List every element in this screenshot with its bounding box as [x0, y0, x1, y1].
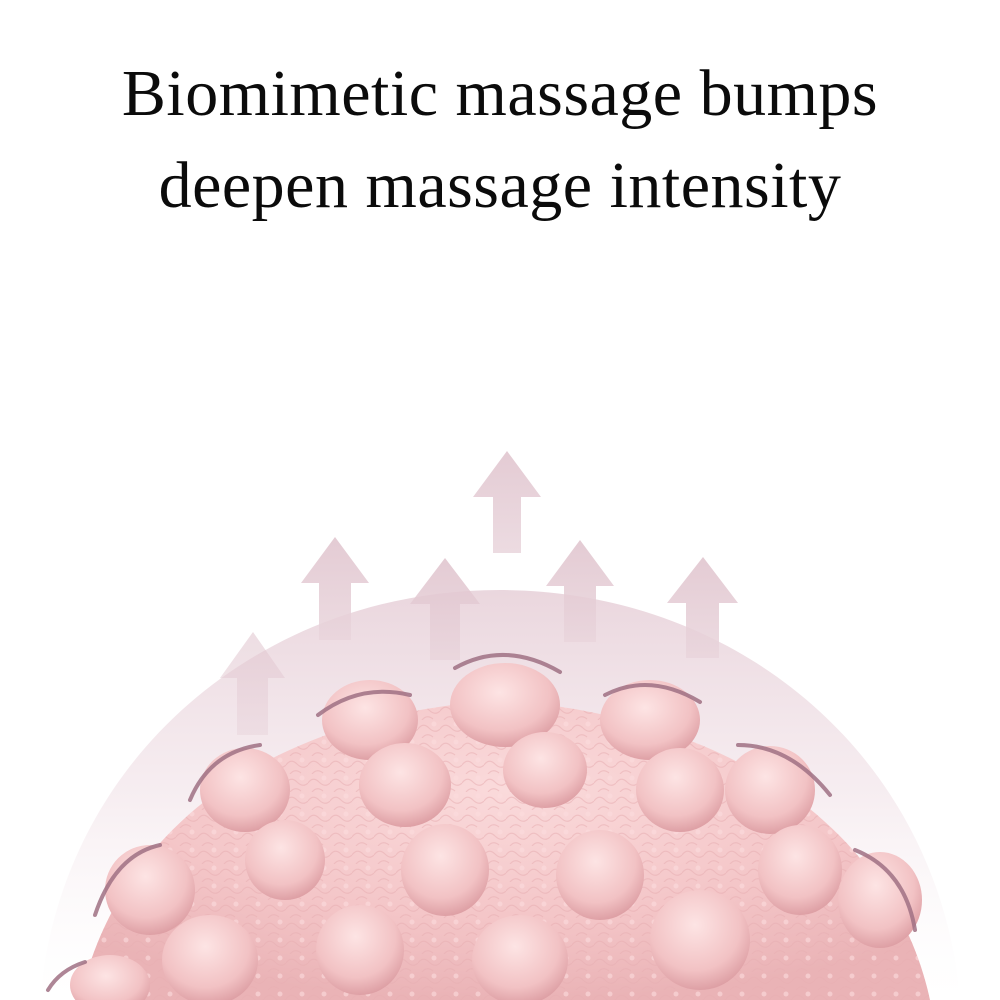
- vibration-arc-icon: [46, 652, 917, 992]
- up-arrow-icon: [301, 537, 369, 640]
- headline: Biomimetic massage bumps deepen massage …: [0, 48, 1000, 232]
- up-arrow-icon: [546, 540, 614, 642]
- headline-line-1: Biomimetic massage bumps: [121, 57, 879, 130]
- up-arrow-icon: [220, 632, 285, 735]
- headline-line-2: deepen massage intensity: [158, 149, 842, 222]
- up-arrow-icon: [667, 557, 738, 658]
- massage-bumps: [70, 663, 922, 1000]
- up-arrow-icon: [410, 558, 480, 660]
- up-arrow-icon: [473, 451, 541, 553]
